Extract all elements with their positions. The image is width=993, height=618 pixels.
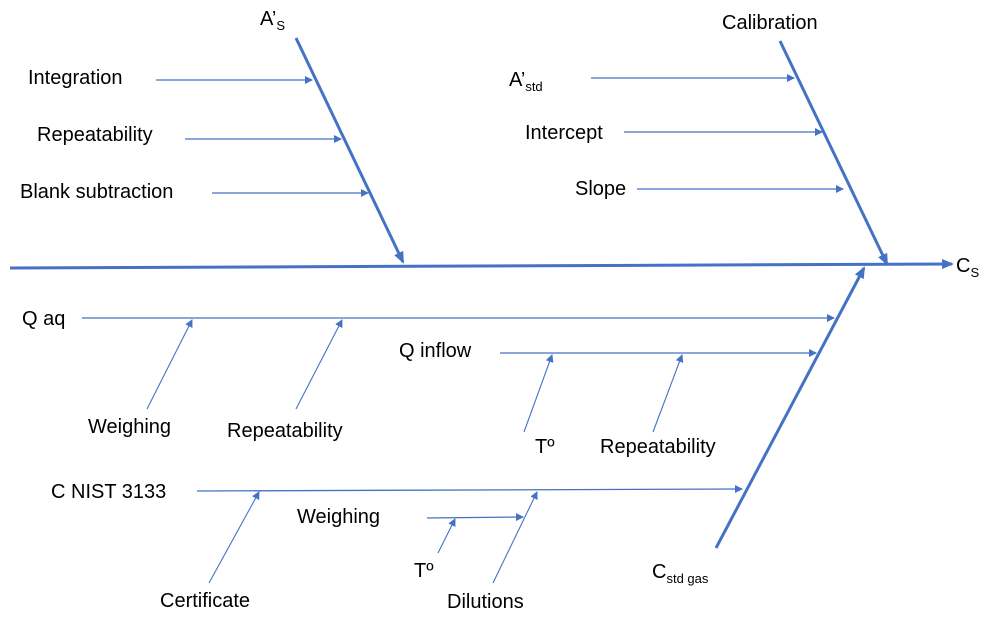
- cause-slope: Slope: [575, 178, 626, 200]
- subcause-temperature-qinflow-arrow: [523, 354, 554, 433]
- cause-q-aq: Q aq: [22, 308, 65, 330]
- cause-c-nist-3133: C NIST 3133: [51, 481, 166, 503]
- branch-as: A’S Integration Repeatability Blank subt…: [20, 8, 405, 264]
- subcause-repeatability-qinflow-arrow: [652, 354, 684, 433]
- subcause-repeatability-qaq-arrow: [295, 319, 343, 410]
- cause-c-nist-3133-arrow: [196, 485, 743, 494]
- branch-cstd-gas-bone: [714, 266, 866, 549]
- subcause-repeatability-qinflow: Repeatability: [600, 436, 716, 458]
- subcause-repeatability-qaq: Repeatability: [227, 420, 343, 442]
- cause-blank-subtraction: Blank subtraction: [20, 181, 173, 203]
- branch-cstd-gas: Cstd gas Q aq Weighing Repeatability Q i…: [22, 266, 866, 613]
- subcause-dilutions-arrow: [492, 491, 538, 584]
- branch-calibration-bone: [778, 40, 889, 266]
- branch-calibration-label: Calibration: [722, 12, 818, 34]
- subcause-temperature-qinflow: Tº: [535, 436, 555, 458]
- cause-repeatability: Repeatability: [37, 124, 153, 146]
- spine-arrow: [9, 259, 954, 270]
- subcause-certificate: Certificate: [160, 590, 250, 612]
- subcause-temperature-weighing-arrow: [437, 518, 456, 554]
- cause-q-inflow: Q inflow: [399, 340, 472, 362]
- subcause-weighing-arrow: [146, 319, 193, 410]
- subcause-weighing-dilutions: Weighing: [297, 506, 380, 528]
- cause-astd: A’std: [509, 69, 543, 94]
- subcause-temperature-weighing: Tº: [414, 560, 434, 582]
- cause-integration: Integration: [28, 67, 123, 89]
- subcause-weighing-dilutions-arrow: [426, 513, 524, 522]
- branch-as-bone: [294, 37, 405, 264]
- subcause-dilutions: Dilutions: [447, 591, 524, 613]
- subcause-certificate-arrow: [208, 491, 260, 584]
- branch-as-label: A’S: [260, 8, 285, 33]
- branch-calibration: Calibration A’std Intercept Slope: [509, 12, 889, 266]
- effect-label: CS: [956, 255, 979, 280]
- cause-intercept: Intercept: [525, 122, 603, 144]
- subcause-weighing: Weighing: [88, 416, 171, 438]
- branch-cstd-gas-label: Cstd gas: [652, 561, 709, 586]
